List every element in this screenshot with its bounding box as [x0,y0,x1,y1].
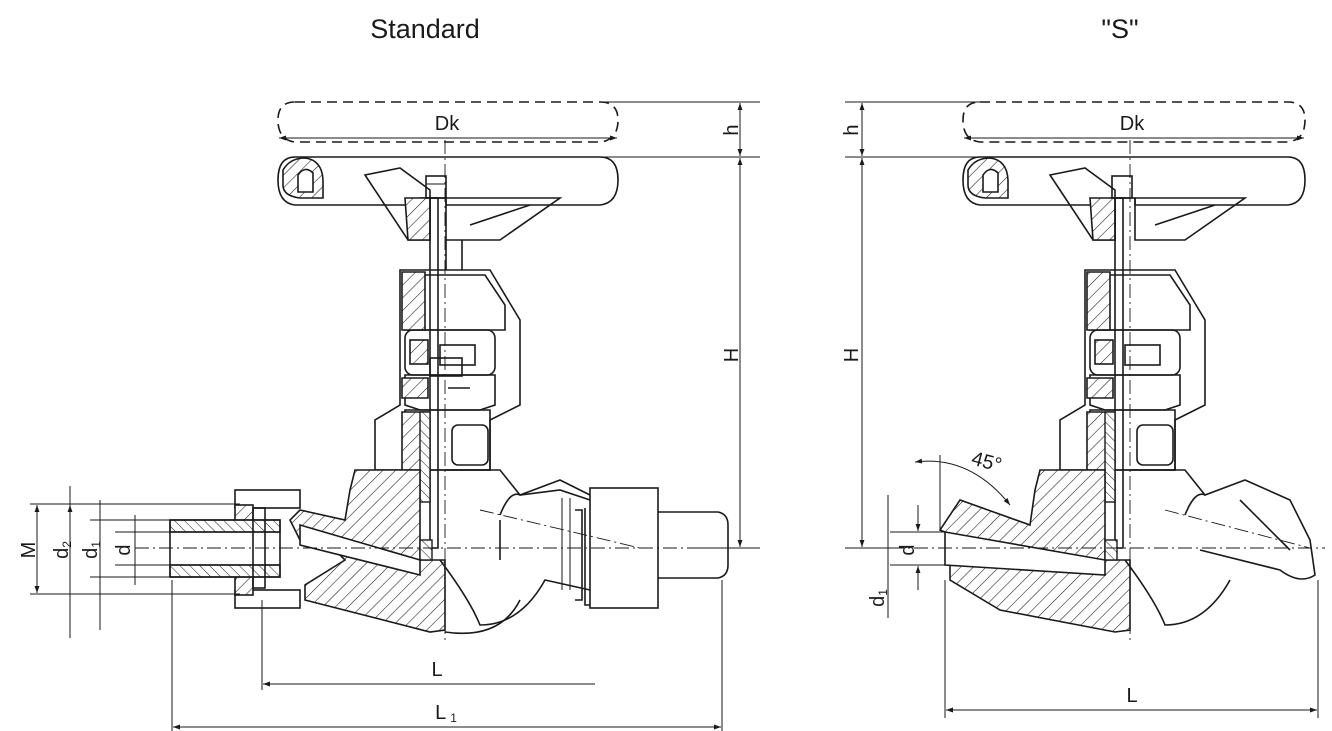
s-dim-Dk: Dk [1120,113,1145,135]
dim-h: h [721,124,743,135]
dim-M: M [18,542,40,559]
s-handwheel [962,156,1306,206]
dim-d1: d1 [80,541,103,559]
standard-title: Standard [370,14,480,44]
s-title: "S" [1101,14,1138,44]
dim-d: d [113,544,135,555]
s-dim-d1: d1 [867,589,890,607]
s-handwheel-open-outline [962,101,1306,143]
s-dim-d: d [897,544,919,555]
dim-L: L [431,659,442,681]
handwheel-open-outline [277,101,619,143]
s-dim-angle: 45° [969,448,1004,477]
s-dimensions: Dk h H 45° L d d1 [841,101,1319,718]
dim-d2: d2 [51,541,74,559]
standard-view: Standard [18,14,760,731]
s-dim-L: L [1126,685,1137,707]
s-dim-H: H [841,348,863,362]
s-dim-h: h [841,124,863,135]
dim-H: H [721,348,743,362]
s-view: "S" Dk [841,14,1325,718]
dim-Dk: Dk [435,113,460,135]
bonnet [374,269,521,471]
